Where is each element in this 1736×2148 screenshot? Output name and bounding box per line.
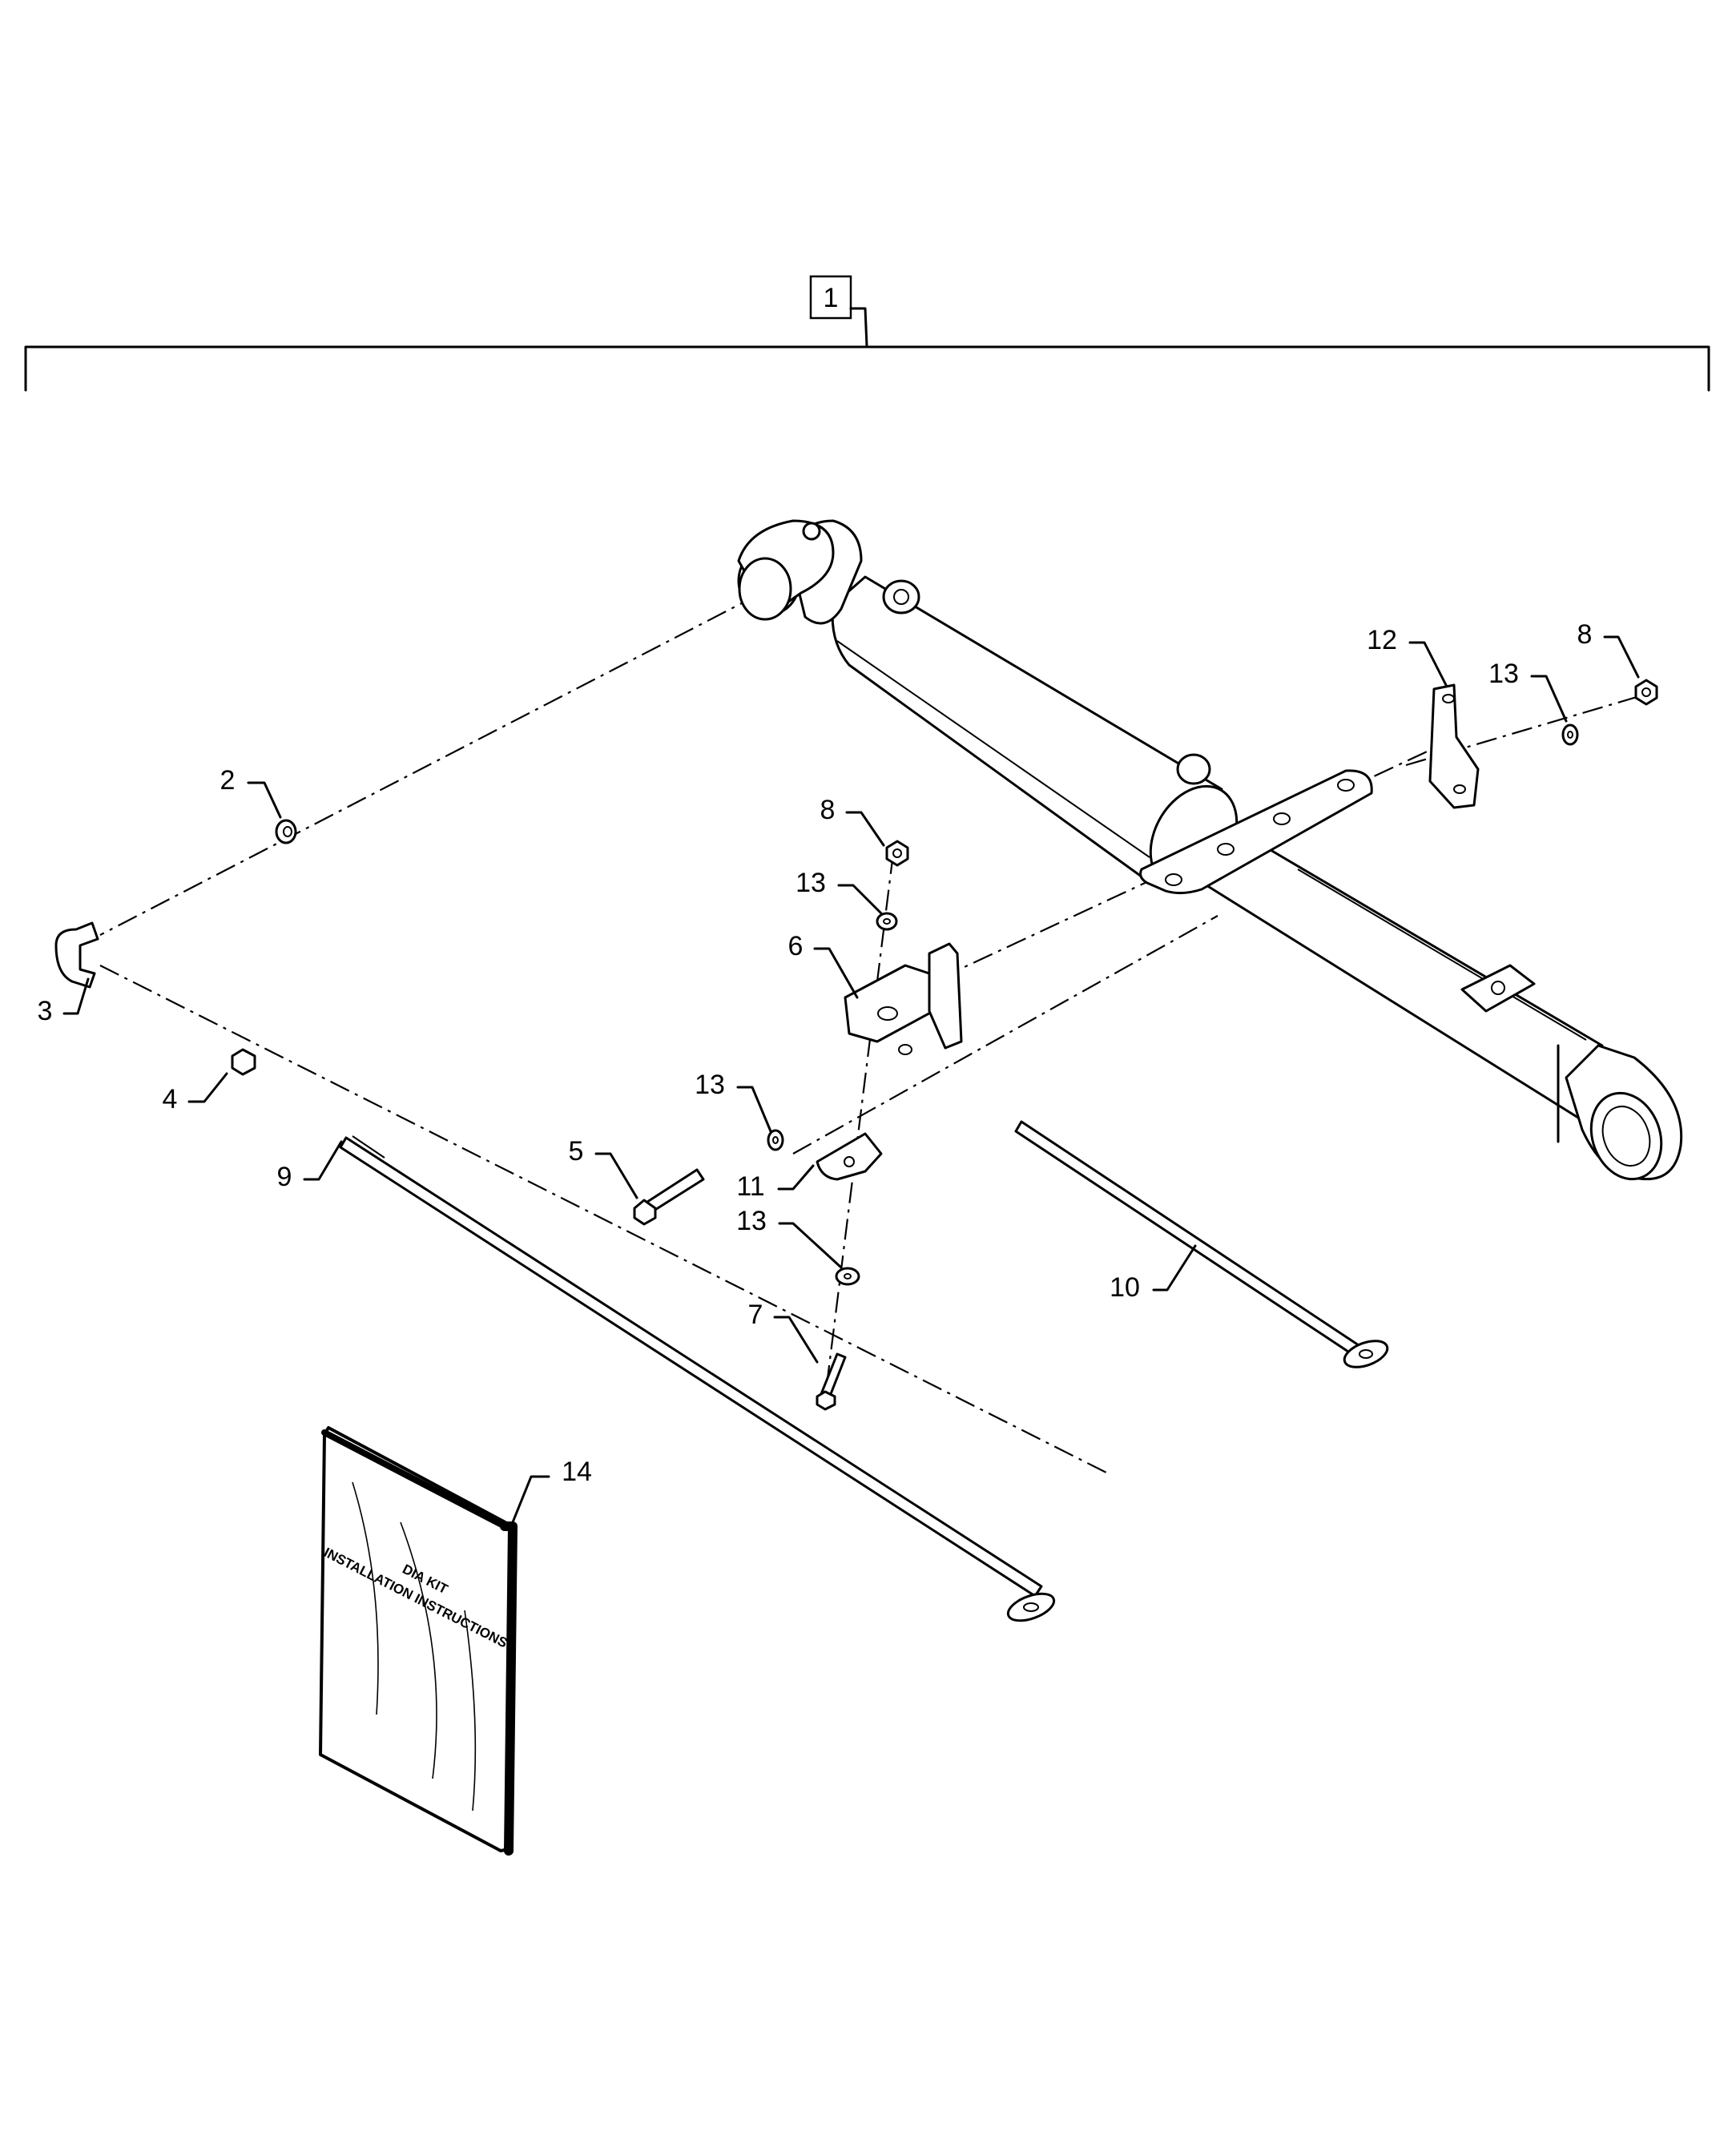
callout-13-lower: 13 bbox=[736, 1206, 843, 1269]
part-13-washer-b bbox=[767, 1129, 784, 1151]
hydraulic-cylinder bbox=[737, 519, 1683, 1181]
callout-13-right: 13 bbox=[1488, 659, 1568, 723]
callout-4: 4 bbox=[163, 1072, 228, 1114]
part-8-nut-upper bbox=[885, 840, 909, 867]
part-13-washer-a bbox=[876, 912, 898, 931]
part-13-washer-c bbox=[835, 1267, 860, 1286]
callout-11: 11 bbox=[736, 1164, 815, 1202]
svg-text:13: 13 bbox=[795, 868, 826, 898]
callout-8-right: 8 bbox=[1577, 619, 1640, 679]
assembly-bracket bbox=[24, 345, 1710, 392]
callout-12: 12 bbox=[1367, 625, 1448, 687]
svg-text:2: 2 bbox=[220, 765, 236, 796]
svg-text:7: 7 bbox=[748, 1300, 763, 1330]
svg-text:11: 11 bbox=[736, 1171, 764, 1202]
part-14-installation-manual: DIA KIT INSTALLATION INSTRUCTIONS bbox=[319, 1426, 518, 1856]
callout-9: 9 bbox=[277, 1140, 343, 1192]
part-9-long-rod bbox=[339, 1135, 1056, 1622]
svg-text:5: 5 bbox=[569, 1136, 584, 1167]
callout-8-upper: 8 bbox=[820, 795, 885, 847]
part-4-nut bbox=[231, 1048, 256, 1076]
svg-text:12: 12 bbox=[1367, 625, 1397, 655]
part-11-clip bbox=[816, 1132, 883, 1181]
callout-2: 2 bbox=[220, 765, 282, 819]
part-10-rod bbox=[1014, 1120, 1389, 1368]
part-7-bolt bbox=[816, 1352, 847, 1411]
part-8-nut-right bbox=[1634, 679, 1658, 706]
callout-3: 3 bbox=[38, 977, 90, 1026]
svg-text:3: 3 bbox=[38, 996, 53, 1026]
svg-text:10: 10 bbox=[1110, 1272, 1140, 1303]
callout-14: 14 bbox=[511, 1457, 592, 1524]
assembly-callout: 1 bbox=[809, 275, 868, 348]
callout-13-mid: 13 bbox=[695, 1070, 772, 1133]
assembly-callout-number: 1 bbox=[824, 283, 839, 313]
callout-13-upper: 13 bbox=[795, 868, 883, 915]
part-2-washer bbox=[275, 819, 297, 844]
svg-text:14: 14 bbox=[562, 1457, 592, 1487]
part-6-bracket bbox=[844, 942, 963, 1055]
svg-text:6: 6 bbox=[788, 931, 804, 961]
callout-5: 5 bbox=[569, 1136, 638, 1199]
callout-7: 7 bbox=[748, 1300, 819, 1364]
part-3-elbow-fitting bbox=[54, 921, 99, 989]
svg-text:13: 13 bbox=[736, 1206, 767, 1236]
svg-text:13: 13 bbox=[1488, 659, 1519, 689]
svg-text:13: 13 bbox=[695, 1070, 725, 1100]
svg-text:8: 8 bbox=[1577, 619, 1593, 650]
part-5-bolt bbox=[633, 1168, 705, 1226]
callout-10: 10 bbox=[1110, 1244, 1197, 1303]
svg-text:9: 9 bbox=[277, 1162, 292, 1192]
svg-text:4: 4 bbox=[163, 1084, 178, 1114]
callout-6: 6 bbox=[788, 931, 859, 999]
part-13-washer-d bbox=[1561, 723, 1579, 746]
part-12-plate bbox=[1428, 683, 1480, 809]
svg-text:8: 8 bbox=[820, 795, 836, 825]
